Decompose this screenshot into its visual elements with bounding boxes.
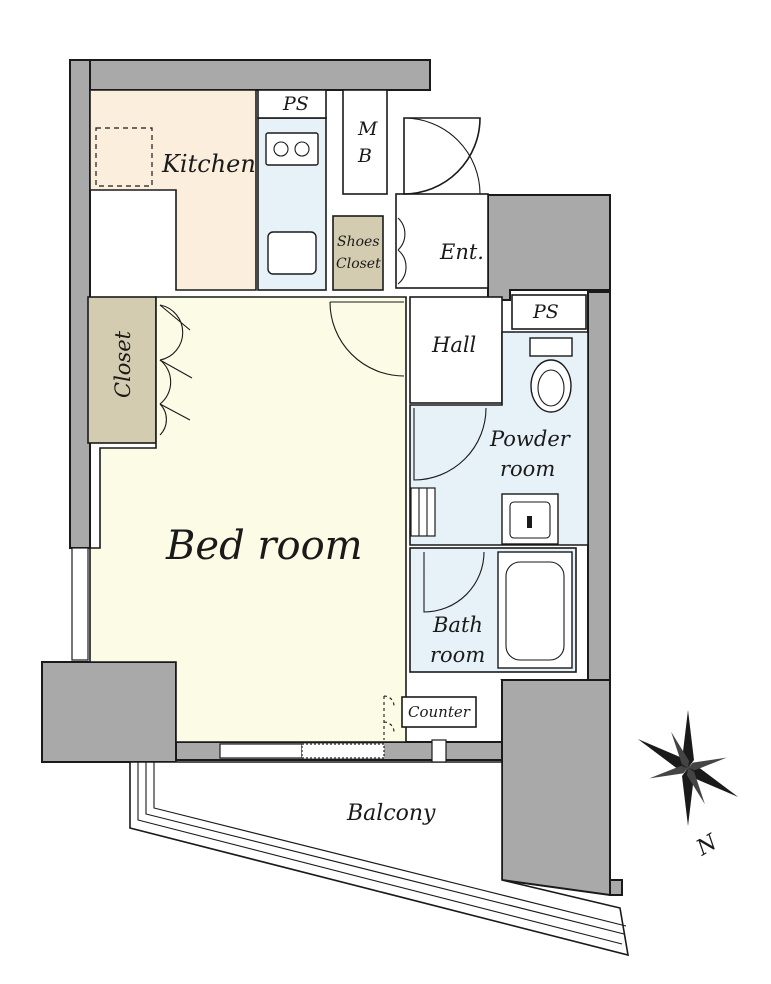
counter-label: Counter	[408, 703, 471, 721]
shoes-closet-label-1: Shoes	[337, 234, 380, 250]
bedroom-door	[329, 301, 405, 377]
mb-b-label: B	[357, 145, 372, 167]
exterior-walls	[41, 59, 623, 897]
entrance-door	[403, 117, 481, 195]
meter-box	[342, 89, 388, 195]
powder-room-door	[413, 407, 487, 481]
ps-right-label: PS	[532, 301, 559, 323]
north-label: N	[692, 830, 723, 862]
shoes-closet-area	[332, 215, 384, 291]
kitchen-sink	[267, 231, 317, 275]
balcony	[71, 547, 629, 957]
counter-box	[401, 696, 477, 728]
ps-top-label: PS	[282, 93, 309, 115]
doors	[159, 117, 487, 740]
powder-room-label-1: Powder	[489, 427, 572, 451]
closet-doors	[159, 304, 184, 436]
shoes-closet-doors	[397, 217, 407, 285]
bath-door	[423, 551, 485, 613]
bath-room-label-1: Bath	[432, 613, 483, 637]
kitchen-label: Kitchen	[161, 150, 256, 178]
washbasin	[501, 493, 559, 545]
fixtures	[95, 127, 573, 669]
bath-room-label-2: room	[430, 643, 485, 667]
counter-doors	[383, 695, 395, 740]
entrance-label: Ent.	[439, 240, 484, 264]
bedroom-label: Bed room	[165, 523, 363, 569]
closet-area	[87, 296, 157, 444]
stove	[265, 132, 319, 166]
shoes-closet-label-2: Closet	[336, 256, 381, 272]
bathtub	[497, 551, 573, 669]
balcony-label: Balcony	[346, 801, 436, 826]
hall-area	[409, 296, 503, 404]
room-labels: Kitchen PS M B Shoes Closet Ent. Closet …	[111, 93, 572, 826]
fridge-space	[95, 127, 153, 187]
towel-rack	[410, 487, 436, 537]
mb-m-label: M	[357, 118, 378, 140]
pipe-space-top	[257, 89, 327, 119]
kitchen-area	[89, 89, 257, 291]
toilet	[529, 337, 573, 413]
powder-room-label-2: room	[500, 457, 555, 481]
closet-label: Closet	[111, 330, 135, 398]
hall-label: Hall	[431, 333, 476, 357]
entrance-area	[395, 193, 489, 289]
compass-rose-icon	[637, 710, 739, 826]
pipe-space-right	[511, 294, 587, 330]
